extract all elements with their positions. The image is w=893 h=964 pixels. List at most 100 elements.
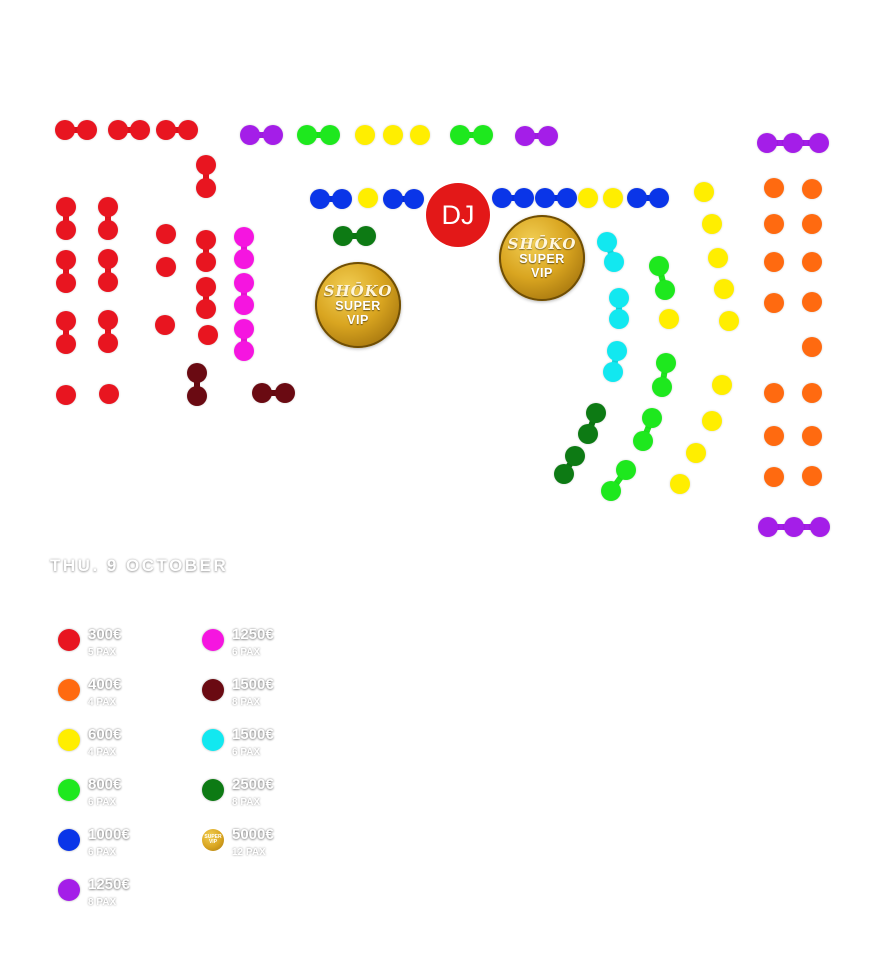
table-seat-cyan[interactable] xyxy=(597,232,617,252)
table-seat-cyan[interactable] xyxy=(607,341,627,361)
table-seat-yellow[interactable] xyxy=(578,188,598,208)
table-seat-maroon[interactable] xyxy=(187,363,207,383)
table-seat-dkgreen[interactable] xyxy=(333,226,353,246)
table-seat-orange[interactable] xyxy=(802,214,822,234)
table-seat-yellow[interactable] xyxy=(708,248,728,268)
table-seat-blue[interactable] xyxy=(514,188,534,208)
table-seat-magenta[interactable] xyxy=(234,341,254,361)
table-seat-maroon[interactable] xyxy=(252,383,272,403)
table-seat-blue[interactable] xyxy=(383,189,403,209)
table-seat-yellow[interactable] xyxy=(670,474,690,494)
table-seat-dkgreen[interactable] xyxy=(586,403,606,423)
table-seat-blue[interactable] xyxy=(310,189,330,209)
table-seat-purple[interactable] xyxy=(240,125,260,145)
table-seat-magenta[interactable] xyxy=(234,319,254,339)
table-seat-yellow[interactable] xyxy=(358,188,378,208)
table-seat-purple[interactable] xyxy=(758,517,778,537)
table-seat-red[interactable] xyxy=(56,220,76,240)
table-seat-red[interactable] xyxy=(98,310,118,330)
table-seat-yellow[interactable] xyxy=(659,309,679,329)
table-seat-green[interactable] xyxy=(649,256,669,276)
table-seat-red[interactable] xyxy=(77,120,97,140)
table-seat-red[interactable] xyxy=(56,273,76,293)
table-seat-red[interactable] xyxy=(55,120,75,140)
table-seat-dkgreen[interactable] xyxy=(356,226,376,246)
table-seat-red[interactable] xyxy=(99,384,119,404)
table-seat-red[interactable] xyxy=(196,178,216,198)
table-seat-purple[interactable] xyxy=(515,126,535,146)
table-seat-orange[interactable] xyxy=(802,292,822,312)
table-seat-red[interactable] xyxy=(98,272,118,292)
table-seat-blue[interactable] xyxy=(557,188,577,208)
table-seat-magenta[interactable] xyxy=(234,273,254,293)
table-seat-yellow[interactable] xyxy=(712,375,732,395)
table-seat-green[interactable] xyxy=(633,431,653,451)
table-seat-green[interactable] xyxy=(320,125,340,145)
table-seat-yellow[interactable] xyxy=(686,443,706,463)
table-seat-red[interactable] xyxy=(196,252,216,272)
table-seat-orange[interactable] xyxy=(764,293,784,313)
table-seat-purple[interactable] xyxy=(757,133,777,153)
table-seat-orange[interactable] xyxy=(802,179,822,199)
table-seat-dkgreen[interactable] xyxy=(554,464,574,484)
table-seat-red[interactable] xyxy=(108,120,128,140)
table-seat-blue[interactable] xyxy=(404,189,424,209)
table-seat-red[interactable] xyxy=(98,220,118,240)
table-seat-green[interactable] xyxy=(601,481,621,501)
table-seat-red[interactable] xyxy=(156,120,176,140)
table-seat-purple[interactable] xyxy=(809,133,829,153)
table-seat-red[interactable] xyxy=(155,315,175,335)
table-seat-blue[interactable] xyxy=(332,189,352,209)
table-seat-orange[interactable] xyxy=(764,426,784,446)
table-seat-orange[interactable] xyxy=(764,383,784,403)
table-seat-cyan[interactable] xyxy=(609,309,629,329)
table-seat-yellow[interactable] xyxy=(603,188,623,208)
table-seat-red[interactable] xyxy=(98,197,118,217)
table-seat-red[interactable] xyxy=(198,325,218,345)
table-seat-red[interactable] xyxy=(130,120,150,140)
table-seat-yellow[interactable] xyxy=(694,182,714,202)
table-seat-purple[interactable] xyxy=(810,517,830,537)
table-seat-red[interactable] xyxy=(156,224,176,244)
table-seat-orange[interactable] xyxy=(802,383,822,403)
table-seat-yellow[interactable] xyxy=(719,311,739,331)
table-seat-orange[interactable] xyxy=(802,426,822,446)
table-seat-purple[interactable] xyxy=(783,133,803,153)
table-seat-green[interactable] xyxy=(616,460,636,480)
table-seat-orange[interactable] xyxy=(764,252,784,272)
table-seat-blue[interactable] xyxy=(492,188,512,208)
table-seat-cyan[interactable] xyxy=(609,288,629,308)
table-seat-red[interactable] xyxy=(196,277,216,297)
table-seat-green[interactable] xyxy=(297,125,317,145)
table-seat-green[interactable] xyxy=(655,280,675,300)
table-seat-cyan[interactable] xyxy=(604,252,624,272)
table-seat-red[interactable] xyxy=(196,230,216,250)
table-seat-orange[interactable] xyxy=(764,467,784,487)
super-vip-table-2[interactable]: SHŌKO SUPER VIP xyxy=(499,215,585,301)
table-seat-maroon[interactable] xyxy=(275,383,295,403)
table-seat-purple[interactable] xyxy=(538,126,558,146)
table-seat-orange[interactable] xyxy=(802,252,822,272)
table-seat-red[interactable] xyxy=(56,334,76,354)
table-seat-magenta[interactable] xyxy=(234,249,254,269)
table-seat-orange[interactable] xyxy=(764,214,784,234)
table-seat-red[interactable] xyxy=(196,155,216,175)
table-seat-green[interactable] xyxy=(450,125,470,145)
table-seat-maroon[interactable] xyxy=(187,386,207,406)
table-seat-red[interactable] xyxy=(56,197,76,217)
dj-booth[interactable]: DJ xyxy=(426,183,490,247)
table-seat-yellow[interactable] xyxy=(714,279,734,299)
table-seat-green[interactable] xyxy=(656,353,676,373)
table-seat-cyan[interactable] xyxy=(603,362,623,382)
table-seat-magenta[interactable] xyxy=(234,227,254,247)
table-seat-blue[interactable] xyxy=(627,188,647,208)
table-seat-orange[interactable] xyxy=(802,466,822,486)
table-seat-blue[interactable] xyxy=(535,188,555,208)
table-seat-red[interactable] xyxy=(98,249,118,269)
table-seat-orange[interactable] xyxy=(802,337,822,357)
table-seat-green[interactable] xyxy=(473,125,493,145)
table-seat-yellow[interactable] xyxy=(383,125,403,145)
table-seat-red[interactable] xyxy=(196,299,216,319)
table-seat-red[interactable] xyxy=(98,333,118,353)
super-vip-table-1[interactable]: SHŌKO SUPER VIP xyxy=(315,262,401,348)
